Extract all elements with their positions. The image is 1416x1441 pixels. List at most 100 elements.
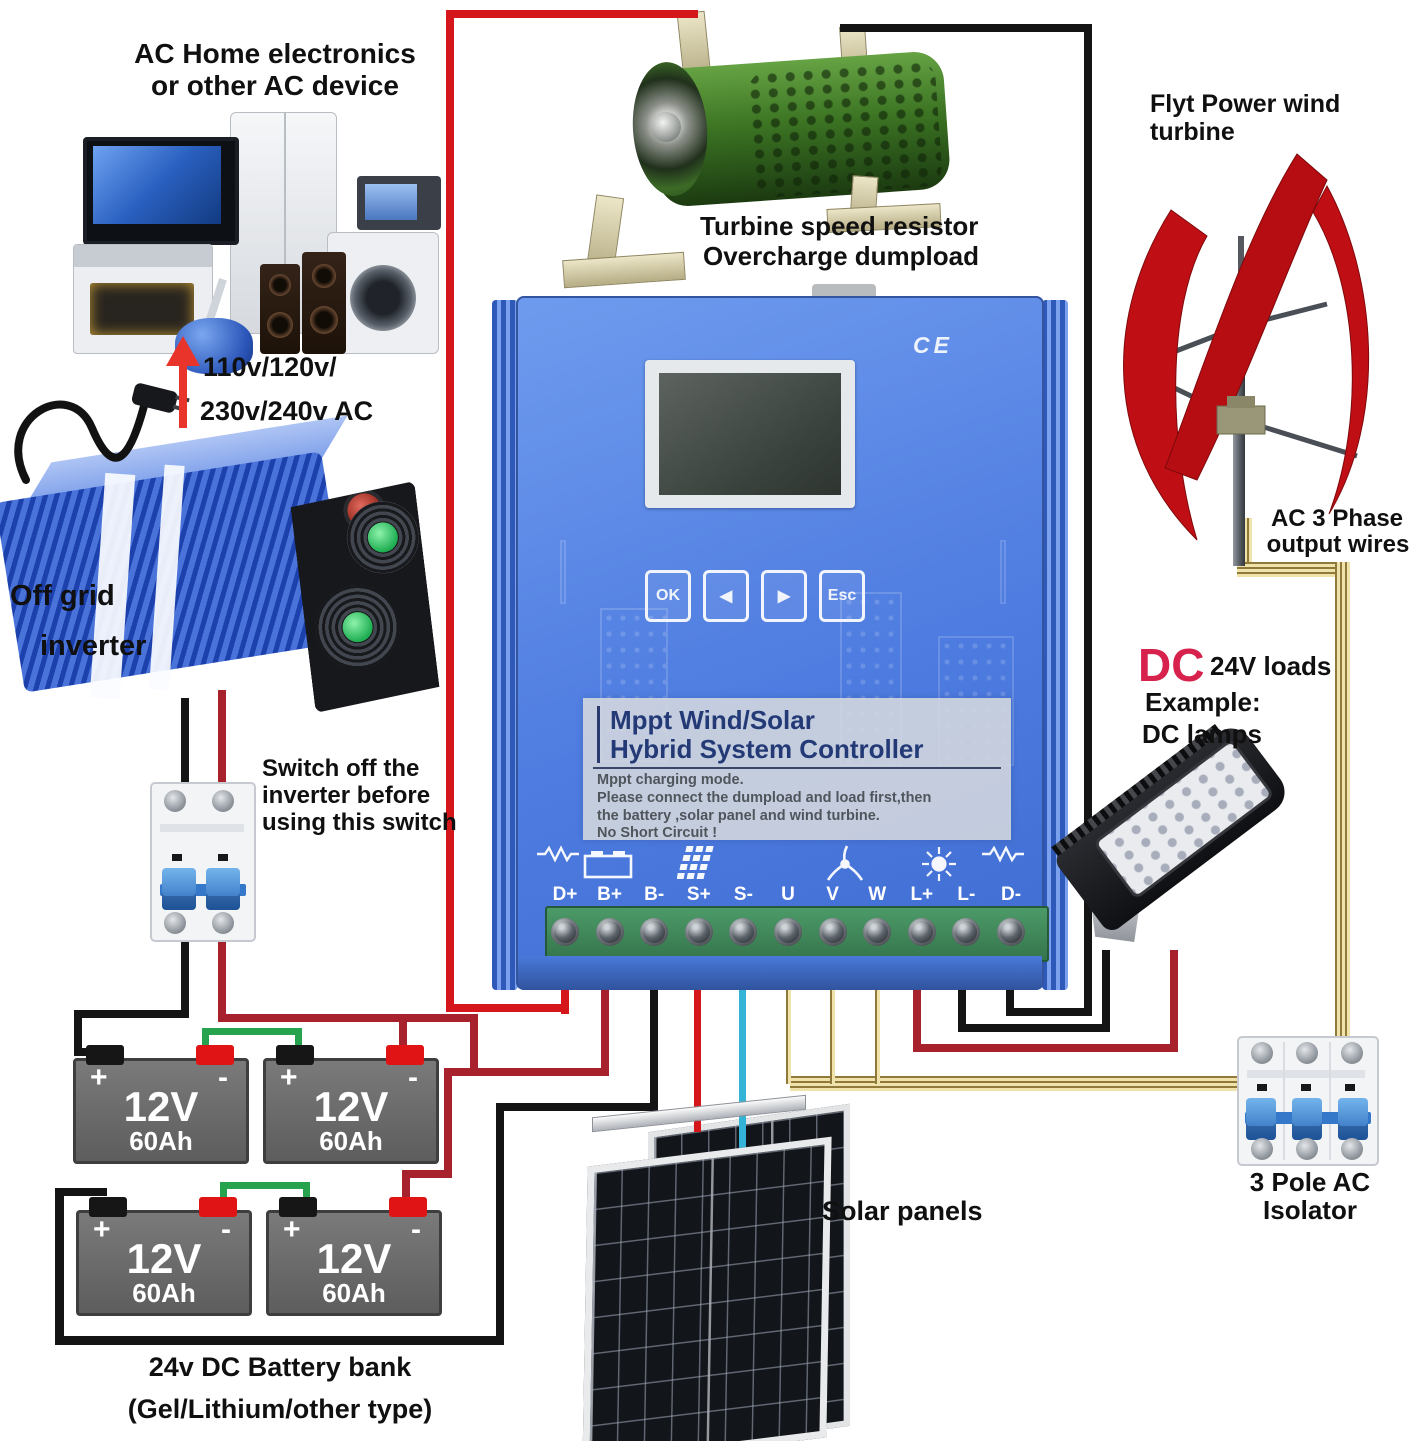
battery-capacity: 60Ah — [322, 1278, 386, 1308]
controller-button-◀[interactable]: ◀ — [703, 570, 749, 622]
wire-dumpload-positive-red — [446, 1004, 569, 1012]
wind-turbine — [1123, 153, 1370, 566]
battery-terminal-black — [86, 1045, 124, 1065]
terminal-screw-L-[interactable] — [952, 918, 981, 946]
ce-mark: CE — [913, 332, 953, 358]
wire-dumpload-negative-black — [1084, 24, 1092, 1016]
speaker-right — [302, 252, 346, 354]
terminal-screw-D+[interactable] — [551, 918, 579, 946]
wire-battery-negative-black — [496, 1103, 504, 1343]
battery-voltage: 12V — [126, 1235, 202, 1282]
dc-example-label: Example: — [1145, 687, 1261, 717]
terminal-label-D+: D+ — [552, 884, 578, 905]
isolator-label-line1: 3 Pole AC — [1249, 1167, 1371, 1197]
turbine-hub-top — [1227, 396, 1255, 408]
terminal-screw-S+[interactable] — [684, 918, 713, 946]
microwave — [357, 176, 441, 230]
solar-icon — [676, 844, 719, 887]
breaker-screw — [164, 912, 186, 934]
terminal-screw-B-[interactable] — [640, 918, 669, 946]
wire-battery-jumper1-green — [202, 1028, 302, 1035]
ac-phase-line2: output wires — [1266, 531, 1410, 558]
wire-battery-jumper2-green — [303, 1182, 310, 1210]
lcd-screen-frame — [645, 360, 855, 508]
battery-capacity: 60Ah — [319, 1126, 383, 1156]
wire-dumpload-negative-black — [1010, 1008, 1092, 1016]
terminal-screw-D-[interactable] — [997, 918, 1025, 946]
battery-capacity: 60Ah — [129, 1126, 193, 1156]
wire-battery-negative-black — [496, 1103, 658, 1111]
isolator-screw — [1251, 1042, 1273, 1064]
washer-door — [350, 265, 416, 331]
controller-note-line4: No Short Circuit ! — [597, 825, 718, 842]
wire-battery-negative-black — [55, 1188, 107, 1196]
breaker-indicator — [172, 854, 182, 861]
voltage-line2: 230v/240v AC — [200, 396, 374, 426]
isolator-screw — [1341, 1138, 1363, 1160]
wire-battery-jumper2-green — [220, 1182, 310, 1189]
switch-note-line3: using this switch — [262, 809, 457, 836]
terminal-screw-W[interactable] — [863, 918, 892, 946]
controller-label-plate: Mppt Wind/Solar Hybrid System Controller… — [583, 698, 1011, 842]
breaker-indicator — [218, 854, 228, 861]
controller-button-esc[interactable]: Esc — [819, 570, 865, 622]
dc-big-label: DC — [1138, 639, 1205, 691]
appliances-title-line2: or other AC device — [151, 70, 399, 101]
turbine-blade-right — [1312, 184, 1370, 515]
isolator-toggle[interactable] — [1292, 1098, 1322, 1140]
battery-terminal-black — [279, 1197, 317, 1217]
isolator-indicator — [1345, 1084, 1355, 1091]
isolator-toggle[interactable] — [1246, 1098, 1276, 1140]
resistor-label-line2: Overcharge dumpload — [703, 241, 979, 271]
breaker-toggle[interactable] — [206, 868, 240, 910]
battery-terminal-black — [89, 1197, 127, 1217]
terminal-label-V: V — [826, 884, 839, 905]
voltage-line1: 110v/120v/ — [203, 352, 337, 382]
battery-plus-sign: + — [280, 1061, 298, 1094]
terminal-screw-B+[interactable] — [595, 918, 624, 946]
wire-3phase-stub-w — [875, 988, 880, 1084]
ac-isolator-3pole[interactable] — [1237, 1036, 1379, 1166]
lcd-screen — [659, 373, 841, 495]
terminal-screw-V[interactable] — [818, 918, 847, 946]
battery-capacity: 60Ah — [132, 1278, 196, 1308]
isolator-toggle[interactable] — [1338, 1098, 1368, 1140]
watermark-turbine — [1000, 540, 1006, 604]
wire-3phase-stub-u — [786, 988, 791, 1084]
battery-terminal-red — [196, 1045, 234, 1065]
wire-inverter-negative-black — [74, 1010, 82, 1054]
off-grid-label-line2: inverter — [40, 630, 147, 662]
switch-note-line2: inverter before — [262, 782, 431, 809]
dc-breaker-switch[interactable] — [150, 782, 256, 942]
wire-dumpload-positive-red — [446, 10, 454, 1012]
wire-dumpload-negative-black — [840, 24, 1092, 32]
controller-button-ok[interactable]: OK — [645, 570, 691, 622]
breaker-screw — [164, 790, 186, 812]
battery-minus-sign: - — [411, 1213, 421, 1246]
wire-inverter-negative-black — [74, 1010, 189, 1018]
breaker-toggle[interactable] — [162, 868, 196, 910]
terminal-label-L-: L- — [957, 884, 976, 905]
inverter-stripe — [148, 464, 185, 691]
breaker-brand-strip — [160, 824, 244, 832]
turbine-blade-left — [1123, 209, 1208, 541]
dc-loads-label: 24V loads — [1210, 651, 1332, 681]
wire-battery-positive-red — [444, 1068, 609, 1076]
breaker-screw — [212, 912, 234, 934]
terminal-screw-S-[interactable] — [729, 918, 758, 946]
wire-battery-positive-red — [399, 1022, 407, 1054]
wire-3phase-turbine-drop — [1335, 562, 1350, 1046]
isolator-indicator — [1257, 1084, 1267, 1091]
battery-plus-sign: + — [90, 1061, 108, 1094]
wire-dumpload-positive-red — [446, 10, 698, 18]
wire-dumpload-positive-red — [561, 988, 569, 1014]
terminal-screw-U[interactable] — [774, 918, 802, 946]
lamp-icon — [919, 844, 959, 889]
controller-button-▶[interactable]: ▶ — [761, 570, 807, 622]
isolator-label-line2: Isolator — [1263, 1195, 1357, 1225]
terminal-label-L+: L+ — [910, 884, 934, 905]
wire-battery-positive-red — [402, 1170, 450, 1178]
terminal-screw-L+[interactable] — [907, 918, 936, 946]
